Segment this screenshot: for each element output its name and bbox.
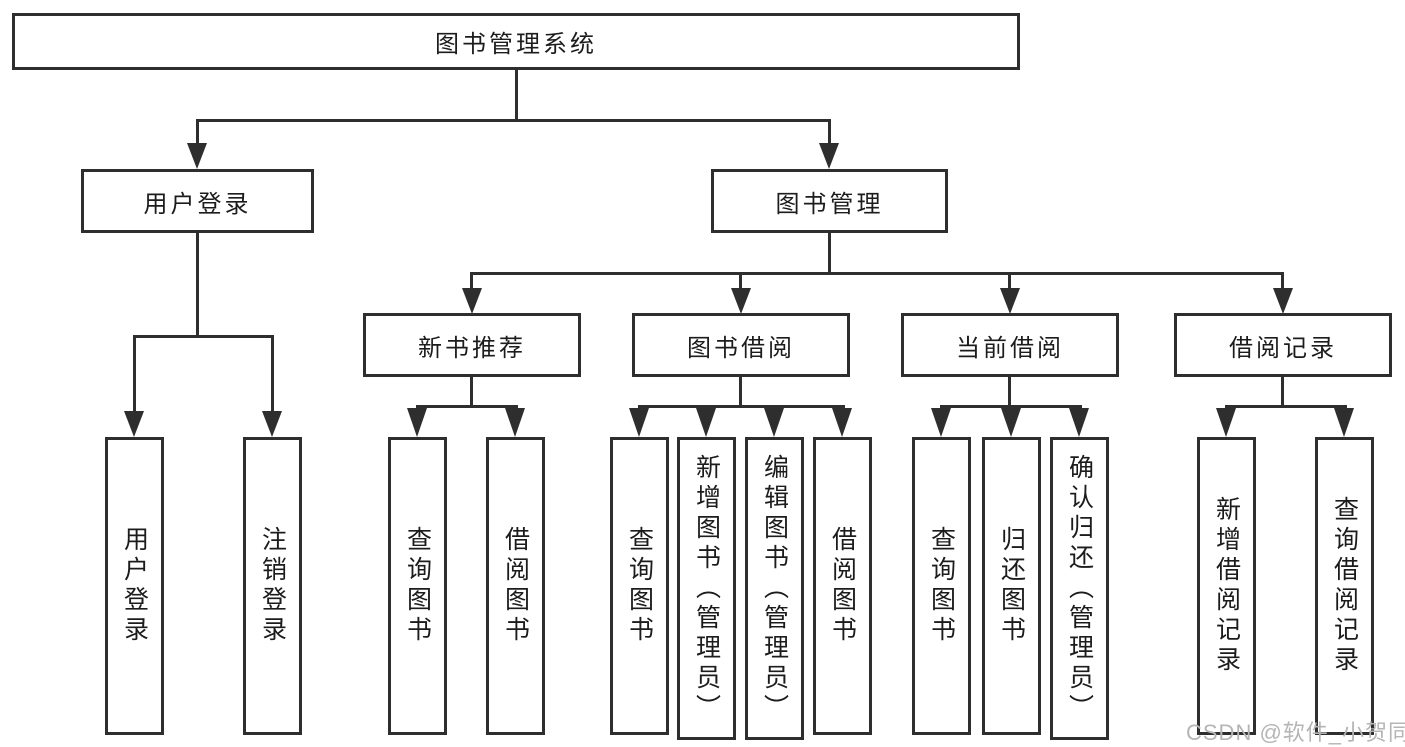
connector-group-e-stem <box>1281 377 1284 408</box>
arrow-down-icon <box>407 408 427 437</box>
arrow-down-icon <box>1216 408 1236 437</box>
connector-group-b-stem <box>470 377 473 408</box>
arrow-down-icon <box>1000 288 1020 314</box>
node-new-book-recommend: 新书推荐 <box>363 313 581 377</box>
connector-user-login-stem <box>196 233 199 338</box>
arrow-down-icon <box>931 408 951 437</box>
node-library-management-system: 图书管理系统 <box>12 13 1020 70</box>
node-leaf-borrowing-query-books: 查询图书 <box>610 437 669 735</box>
node-leaf-current-confirm-return-admin: 确认归还（管理员） <box>1050 437 1109 740</box>
node-leaf-logout: 注销登录 <box>243 437 302 735</box>
node-book-borrowing: 图书借阅 <box>632 313 850 377</box>
connector-group-c-stem <box>739 377 742 408</box>
arrow-down-icon <box>764 408 784 437</box>
arrow-down-icon <box>731 288 751 314</box>
connector-borrow-record-stub <box>1281 275 1284 290</box>
connector-root-stem <box>515 70 518 119</box>
csdn-watermark: CSDN @软件_小贺同学 <box>1186 720 1405 745</box>
node-leaf-current-query-books: 查询图书 <box>912 437 971 735</box>
connector-login-leaf-stub <box>133 338 136 412</box>
connector-current-borrow-stub <box>1008 275 1011 290</box>
arrow-down-icon <box>629 408 649 437</box>
arrow-down-icon <box>462 288 482 314</box>
arrow-down-icon <box>1001 408 1021 437</box>
arrow-down-icon <box>505 408 525 437</box>
node-leaf-current-return-books: 归还图书 <box>982 437 1041 735</box>
node-leaf-borrowing-add-books-admin: 新增图书（管理员） <box>677 437 736 740</box>
arrow-down-icon <box>1273 288 1293 314</box>
connector-level2-rail <box>196 119 831 122</box>
node-borrowing-records: 借阅记录 <box>1174 313 1392 377</box>
node-user-login: 用户登录 <box>81 169 314 233</box>
node-leaf-records-add-record: 新增借阅记录 <box>1197 437 1256 735</box>
arrow-down-icon <box>262 411 282 437</box>
connector-group-e-rail <box>1225 405 1347 408</box>
node-leaf-recommend-query-books: 查询图书 <box>388 437 447 735</box>
connector-group-b-rail <box>416 405 518 408</box>
connector-level3-rail <box>470 272 1284 275</box>
node-leaf-borrowing-borrow-books: 借阅图书 <box>813 437 872 735</box>
arrow-down-icon <box>696 408 716 437</box>
node-book-management: 图书管理 <box>711 169 948 233</box>
connector-group-d-rail <box>940 405 1082 408</box>
node-leaf-borrowing-edit-books-admin: 编辑图书（管理员） <box>745 437 804 740</box>
arrow-down-icon <box>1334 408 1354 437</box>
arrow-down-icon <box>819 143 839 169</box>
connector-book-mgmt-stem <box>828 233 831 275</box>
connector-group-c-rail <box>638 405 845 408</box>
connector-book-mgmt-stub <box>828 122 831 145</box>
connector-group-d-stem <box>1008 377 1011 408</box>
node-leaf-user-login: 用户登录 <box>105 437 164 735</box>
node-leaf-records-query-record: 查询借阅记录 <box>1315 437 1374 735</box>
node-leaf-recommend-borrow-books: 借阅图书 <box>486 437 545 735</box>
arrow-down-icon <box>124 411 144 437</box>
connector-book-borrow-stub <box>739 275 742 290</box>
node-current-borrowing: 当前借阅 <box>901 313 1119 377</box>
connector-new-book-stub <box>470 275 473 290</box>
arrow-down-icon <box>187 143 207 169</box>
connector-user-login-stub <box>196 122 199 145</box>
connector-login-rail <box>133 335 274 338</box>
arrow-down-icon <box>832 408 852 437</box>
connector-logout-leaf-stub <box>271 338 274 412</box>
arrow-down-icon <box>1069 408 1089 437</box>
